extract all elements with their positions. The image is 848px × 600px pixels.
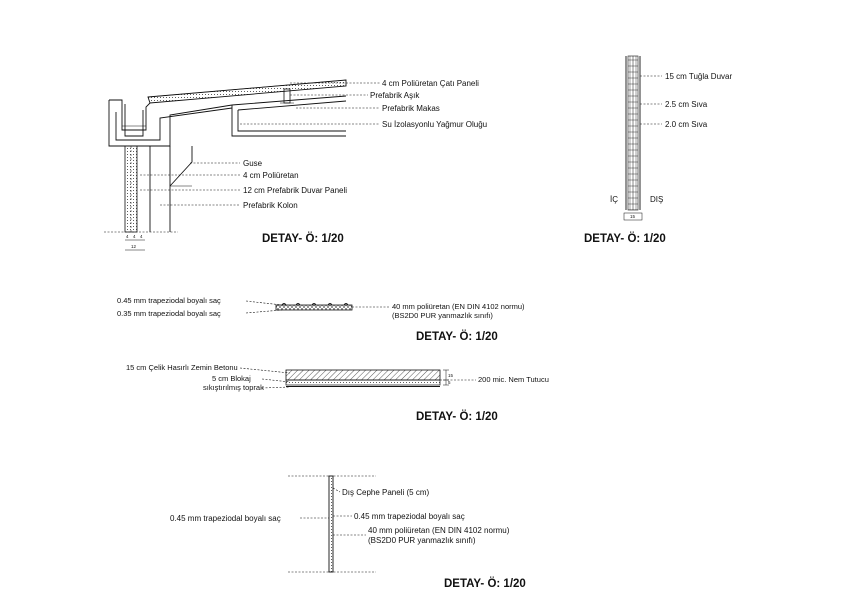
- label-plaster-out: 2.5 cm Sıva: [665, 100, 708, 109]
- dim-label: 4: [140, 234, 143, 239]
- label-truss: Prefabrik Makas: [382, 104, 440, 113]
- facade-panel-shape: [328, 475, 334, 573]
- label-facade-class: (BS2D0 PUR yanmazlık sınıfı): [368, 536, 476, 545]
- label-wall-panel: 12 cm Prefabrik Duvar Paneli: [243, 186, 347, 195]
- detail-title: DETAY- Ö: 1/20: [444, 577, 526, 590]
- detail-title: DETAY- Ö: 1/20: [416, 330, 498, 343]
- gutter-shape: [108, 99, 233, 147]
- detail-title: DETAY- Ö: 1/20: [262, 232, 344, 245]
- label-concrete: 15 cm Çelik Hasırlı Zemin Betonu: [126, 363, 238, 372]
- dim-total-label: 12: [131, 244, 137, 249]
- label-facade-sheet-in: 0.45 mm trapeziodal boyalı saç: [170, 514, 281, 523]
- label-soil: sıkıştırılmış toprak: [203, 383, 264, 392]
- label-vapor-barrier: 200 mic. Nem Tutucu: [478, 375, 549, 384]
- label-pur-core: 40 mm poliüretan (EN DIN 4102 normu): [392, 302, 525, 311]
- brick-wall-detail: 15 cm Tuğla Duvar 2.5 cm Sıva 2.0 cm Sıv…: [584, 55, 732, 245]
- label-plaster-in: 2.0 cm Sıva: [665, 120, 708, 129]
- label-purlin: Prefabrik Aşık: [370, 91, 420, 100]
- dim-label: 15: [448, 373, 454, 378]
- roof-sandwich-panel-detail: 0.45 mm trapeziodal boyalı saç 0.35 mm t…: [117, 296, 525, 343]
- label-facade-panel: Dış Cephe Paneli (5 cm): [342, 488, 429, 497]
- label-facade-sheet-out: 0.45 mm trapeziodal boyalı saç: [354, 512, 465, 521]
- column-shape: [149, 146, 171, 232]
- label-inside: İÇ: [610, 195, 618, 204]
- sandwich-panel-shape: [275, 304, 353, 311]
- dim-label: 4: [126, 234, 129, 239]
- label-bracket: Guse: [243, 159, 263, 168]
- label-top-sheet: 0.45 mm trapeziodal boyalı saç: [117, 296, 221, 305]
- label-insulation: 4 cm Poliüretan: [243, 171, 299, 180]
- facade-panel-detail: 0.45 mm trapeziodal boyalı saç Dış Cephe…: [170, 475, 526, 590]
- dim-label: 15: [630, 214, 636, 219]
- label-outside: DIŞ: [650, 195, 663, 204]
- roof-panel-shape: [147, 79, 347, 104]
- concrete-slab-shape: [285, 369, 441, 381]
- label-bottom-sheet: 0.35 mm trapeziodal boyalı saç: [117, 309, 221, 318]
- label-pur-class: (BS2D0 PUR yanmazlık sınıfı): [392, 311, 493, 320]
- roof-gutter-detail: 4 4 4 12 4 cm Poliüretan Çatı Paneli Pre…: [104, 79, 487, 251]
- label-gutter: Su İzolasyonlu Yağmur Oluğu: [382, 120, 487, 129]
- detail-title: DETAY- Ö: 1/20: [416, 410, 498, 423]
- label-roof-panel: 4 cm Poliüretan Çatı Paneli: [382, 79, 479, 88]
- dim-label: 5: [448, 380, 451, 385]
- floor-slab-detail: 15 5 15 cm Çelik Hasırlı Zemin Betonu 5 …: [126, 363, 549, 423]
- label-facade-core: 40 mm poliüretan (EN DIN 4102 normu): [368, 526, 510, 535]
- gravel-layer-shape: [285, 379, 441, 386]
- label-blokaj: 5 cm Blokaj: [212, 374, 251, 383]
- label-column: Prefabrik Kolon: [243, 201, 298, 210]
- dim-label: 4: [133, 234, 136, 239]
- detail-title: DETAY- Ö: 1/20: [584, 232, 666, 245]
- bracket-shape: [169, 146, 193, 187]
- label-brick: 15 cm Tuğla Duvar: [665, 72, 732, 81]
- truss-shape: [231, 95, 347, 137]
